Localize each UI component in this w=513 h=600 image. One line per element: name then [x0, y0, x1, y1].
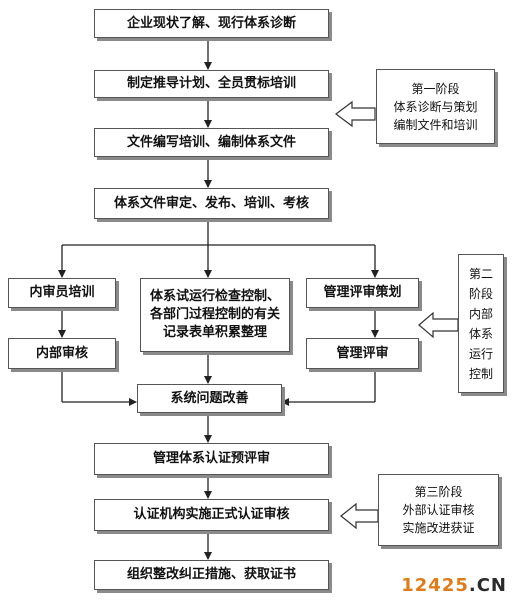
watermark: 12425.CN [401, 575, 507, 596]
step-situation-diagnosis: 企业现状了解、现行体系诊断 [94, 9, 329, 38]
step-write-documents: 文件编写培训、编制体系文件 [94, 128, 329, 157]
stage2-pointer-arrow [418, 311, 459, 339]
step-internal-audit: 内部审核 [8, 338, 116, 369]
step-plan-training: 制定推导计划、全员贯标培训 [94, 70, 329, 98]
stage1-pointer-arrow [335, 100, 376, 128]
watermark-number: 12425 [401, 575, 469, 596]
step-pre-assessment: 管理体系认证预评审 [94, 443, 329, 475]
step-certification-audit: 认证机构实施正式认证审核 [94, 499, 329, 531]
step-trial-operation: 体系试运行检查控制、各部门过程控制的有关记录表单积累整理 [140, 278, 290, 352]
watermark-domain: .CN [468, 575, 507, 596]
stage3-note: 第三阶段 外部认证审核 实施改进获证 [378, 474, 499, 546]
step-corrective-certificate: 组织整改纠正措施、获取证书 [94, 560, 329, 590]
stage1-note: 第一阶段 体系诊断与策划 编制文件和培训 [376, 69, 495, 144]
step-internal-auditor-training: 内审员培训 [8, 278, 116, 308]
step-approve-documents: 体系文件审定、发布、培训、考核 [94, 188, 329, 219]
step-management-review-planning: 管理评审策划 [306, 278, 419, 308]
stage2-note: 第二 阶段 内部 体系 运行 控制 [458, 254, 504, 393]
step-system-improvement: 系统问题改善 [137, 384, 282, 413]
stage3-pointer-arrow [340, 502, 379, 530]
step-management-review: 管理评审 [306, 338, 419, 369]
